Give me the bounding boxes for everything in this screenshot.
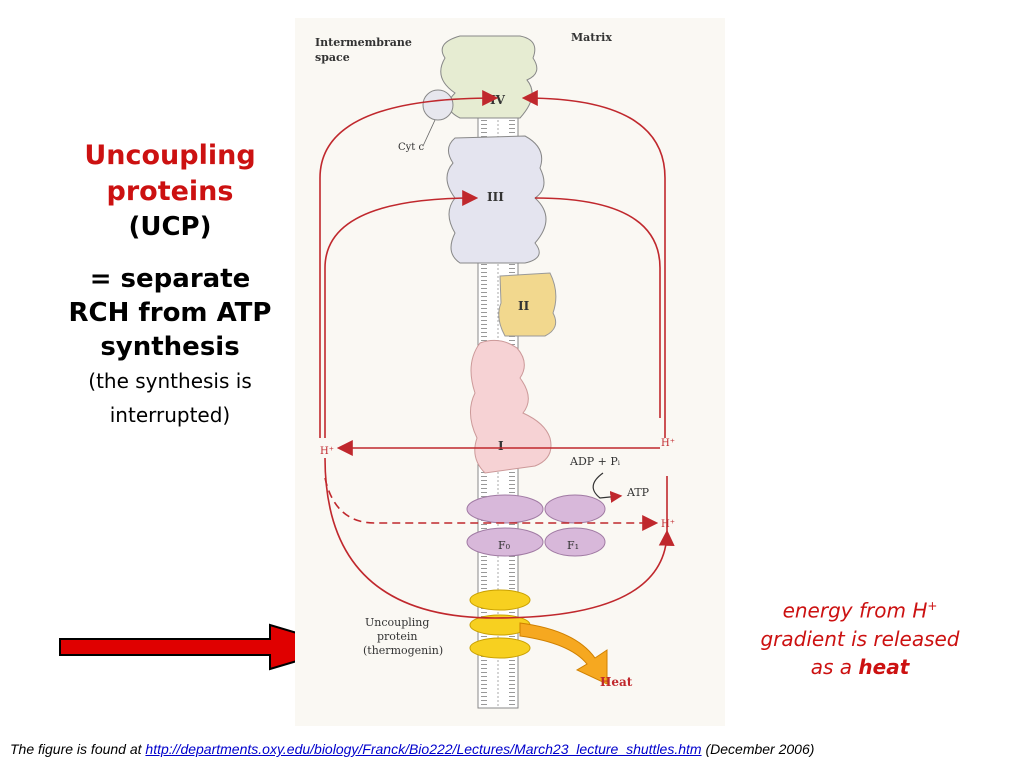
note-line-2: interrupted) xyxy=(109,403,231,427)
uncoupling-protein xyxy=(469,589,531,659)
ucp-label-3: (thermogenin) xyxy=(363,644,443,657)
h-plus-left: H⁺ xyxy=(320,446,334,457)
ucp-label-1: Uncoupling xyxy=(365,616,429,629)
heat-callout: energy from H+ gradient is released as a… xyxy=(735,592,985,681)
space-label: space xyxy=(315,51,350,64)
note-line-1: (the synthesis is xyxy=(88,369,252,393)
cyt-c xyxy=(422,89,454,121)
h-plus-right-2: H⁺ xyxy=(661,519,675,530)
complex-i: I xyxy=(470,339,552,474)
atp-label: ATP xyxy=(626,486,650,499)
intermembrane-label: Intermembrane xyxy=(315,36,412,49)
callout-line-1: energy from H xyxy=(782,598,928,623)
footer-prefix: The figure is found at xyxy=(10,741,146,757)
footer-suffix: (December 2006) xyxy=(701,741,815,757)
ucp-label-2: protein xyxy=(377,630,417,643)
definition-line-3: synthesis xyxy=(100,332,240,362)
title-line-1: Uncoupling xyxy=(84,140,256,171)
source-footer: The figure is found at http://department… xyxy=(10,741,1020,757)
callout-line-2: gradient is released xyxy=(760,626,960,651)
complex-ii: II xyxy=(498,272,557,337)
left-text-block: Uncoupling proteins (UCP) = separate RCH… xyxy=(30,138,310,432)
svg-text:F₁: F₁ xyxy=(567,539,579,552)
svg-text:III: III xyxy=(487,190,504,204)
cyt-c-label: Cyt c xyxy=(398,142,424,153)
svg-text:IV: IV xyxy=(490,93,506,107)
complex-iii: III xyxy=(446,135,547,264)
callout-heat-word: heat xyxy=(858,654,910,679)
heat-arrow xyxy=(519,622,608,685)
atp-synthase: F₀ F₁ xyxy=(466,494,606,557)
definition-line-1: = separate xyxy=(89,264,251,294)
h-plus-right-1: H⁺ xyxy=(661,438,675,449)
source-link[interactable]: http://departments.oxy.edu/biology/Franc… xyxy=(145,741,702,757)
svg-text:II: II xyxy=(518,299,530,313)
title-line-3: (UCP) xyxy=(128,212,212,242)
proton-flow-arrows xyxy=(319,90,675,619)
title-line-2: proteins xyxy=(106,176,234,207)
adp-label: ADP + Pᵢ xyxy=(569,455,621,468)
complex-iv: IV xyxy=(440,35,538,119)
electron-transport-figure: Intermembrane space Matrix IV Cyt c III … xyxy=(295,18,725,726)
definition-line-2: RCH from ATP xyxy=(68,298,272,328)
callout-superscript: + xyxy=(927,599,938,613)
callout-line-3-prefix: as a xyxy=(810,654,859,679)
matrix-label: Matrix xyxy=(571,31,612,44)
heat-label: Heat xyxy=(600,675,633,689)
svg-text:I: I xyxy=(498,439,504,453)
svg-text:F₀: F₀ xyxy=(498,539,511,552)
